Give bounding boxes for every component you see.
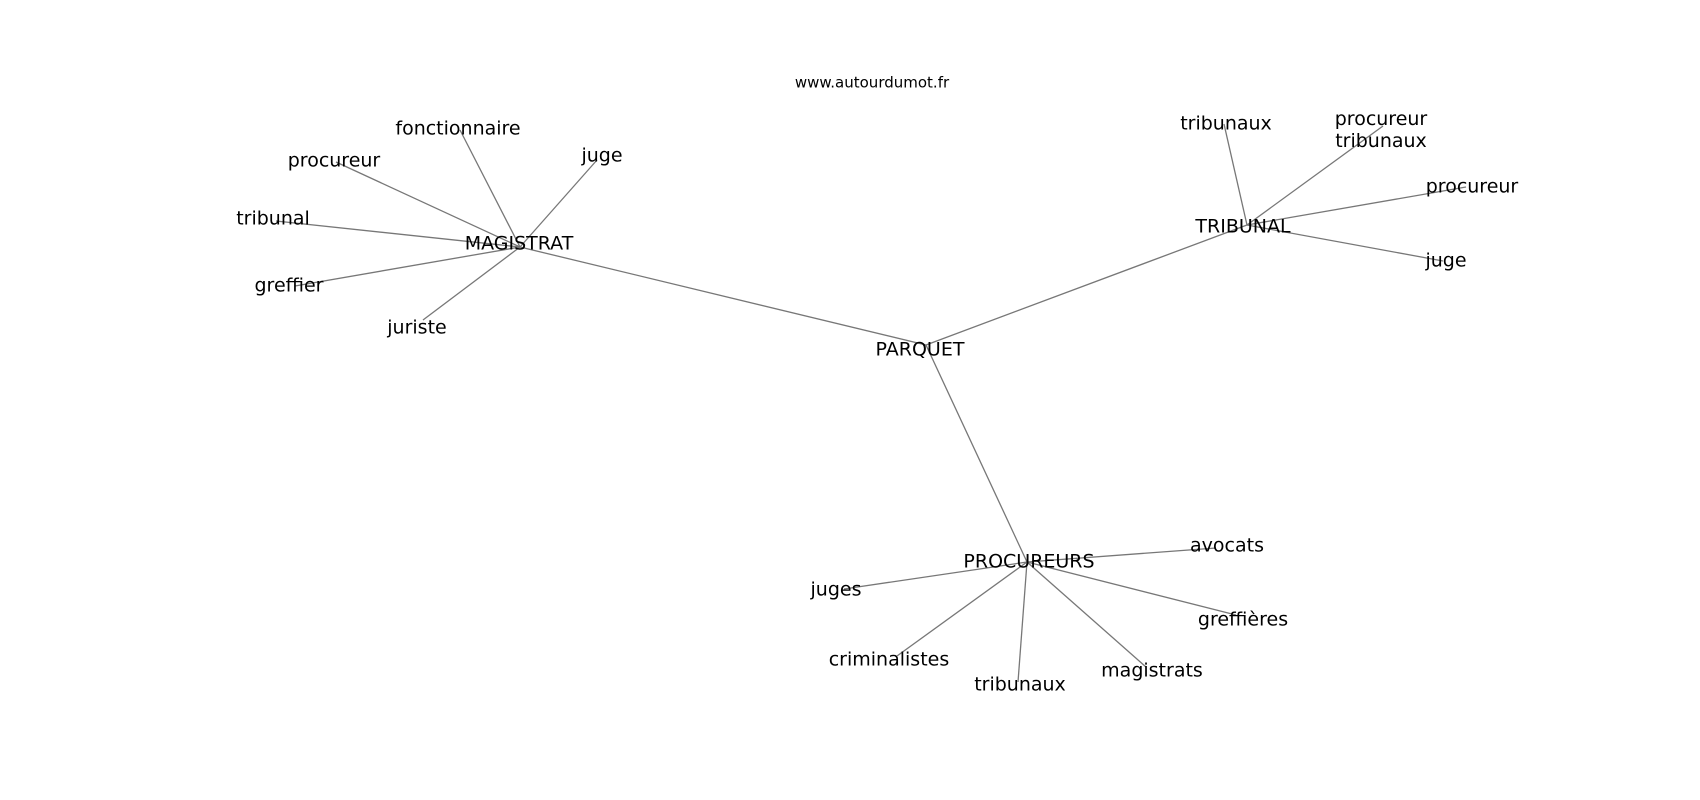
edge-procureurs-p-juges: [843, 561, 1028, 590]
edge-procureurs-p-tribunaux: [1017, 561, 1028, 683]
node-label-m-tribunal: tribunal: [236, 208, 310, 230]
node-label-p-greffieres: greffières: [1198, 609, 1288, 631]
edge-tribunal-hub-t-juge: [1246, 224, 1444, 262]
edge-procureurs-p-avocats: [1026, 547, 1217, 563]
node-label-p-tribunaux: tribunaux: [974, 674, 1066, 696]
edge-magistrat-m-fonctionnaire: [459, 129, 521, 248]
edge-magistrat-m-juriste: [422, 246, 521, 321]
node-label-m-greffier: greffier: [254, 275, 323, 297]
edge-parquet-procureurs: [925, 344, 1028, 563]
edge-magistrat-m-juge: [519, 159, 598, 248]
graph-labels: PARQUET MAGISTRAT TRIBUNAL PROCUREURS foncti…: [236, 108, 1518, 696]
node-label-magistrat: MAGISTRAT: [465, 233, 574, 255]
graph-edges: [275, 123, 1467, 683]
edge-magistrat-m-greffier: [294, 246, 521, 287]
watermark-text: www.autourdumot.fr: [795, 74, 950, 92]
node-label-p-avocats: avocats: [1190, 535, 1264, 557]
edge-procureurs-p-magistrats: [1026, 561, 1147, 668]
node-label-m-fonctionnaire: fonctionnaire: [395, 118, 520, 140]
node-label-m-juriste: juriste: [386, 317, 446, 339]
node-label-p-juges: juges: [810, 579, 862, 601]
node-label-m-procureur: procureur: [288, 150, 381, 172]
node-label-tribunal-hub: TRIBUNAL: [1194, 216, 1291, 238]
edge-tribunal-hub-t-procureur: [1246, 186, 1467, 226]
edge-procureurs-p-greffieres: [1026, 561, 1237, 616]
node-label-m-juge: juge: [580, 145, 622, 167]
edge-magistrat-m-tribunal: [275, 220, 521, 248]
edge-tribunal-hub-t-tribunaux: [1223, 123, 1248, 226]
edge-tribunal-hub-t-procureur-tribunaux: [1246, 125, 1384, 226]
node-label-procureurs: PROCUREURS: [963, 551, 1094, 573]
node-label-t-juge: juge: [1424, 250, 1466, 272]
node-label-t-procureur: procureur: [1426, 176, 1519, 198]
edge-magistrat-m-procureur: [335, 161, 521, 248]
node-label-p-magistrats: magistrats: [1101, 660, 1203, 682]
edge-parquet-magistrat: [519, 246, 927, 346]
edge-procureurs-p-criminalistes: [896, 561, 1028, 657]
node-label-parquet: PARQUET: [876, 339, 965, 361]
node-label-p-criminalistes: criminalistes: [829, 649, 950, 671]
node-label-t-tribunaux: tribunaux: [1180, 113, 1272, 135]
edge-parquet-tribunal-hub: [925, 224, 1248, 346]
